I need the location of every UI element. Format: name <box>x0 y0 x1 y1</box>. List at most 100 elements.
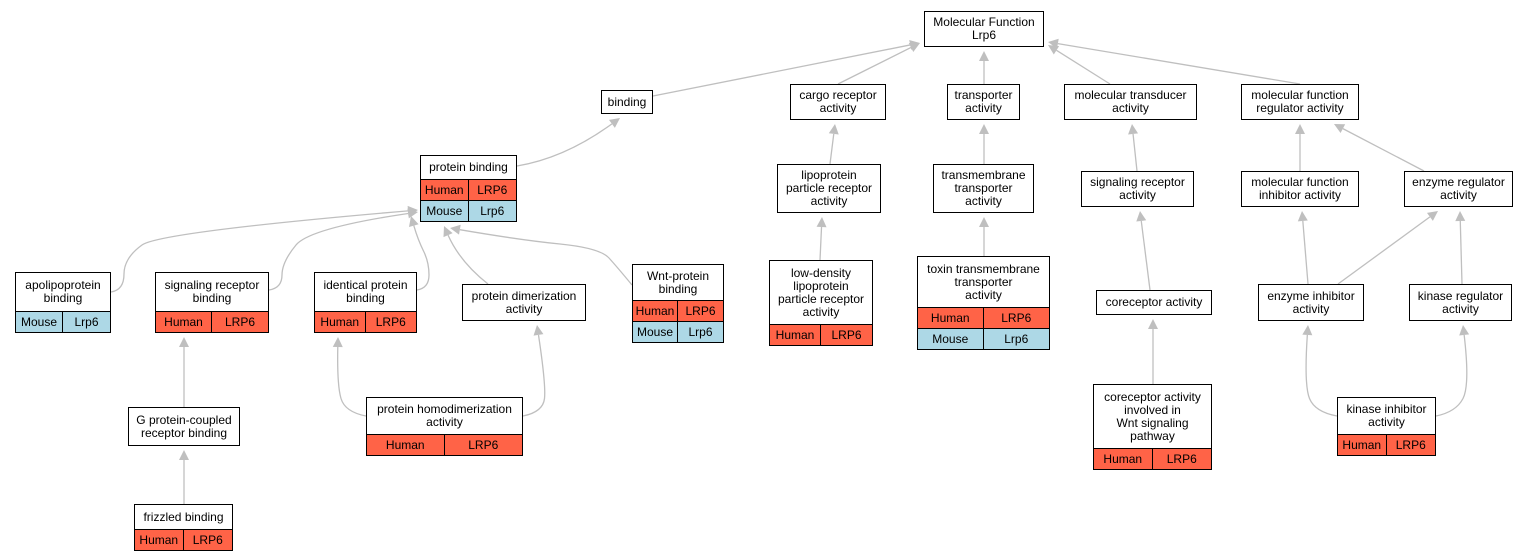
go-term-label: protein binding <box>429 160 508 174</box>
arrowhead-icon <box>979 124 989 134</box>
edge-line <box>413 225 430 291</box>
edge-line <box>522 334 546 417</box>
go-term-node-g-protein-coupled-receptor-binding[interactable]: G protein-coupled receptor binding <box>128 407 240 446</box>
go-term-label: Molecular Function Lrp6 <box>933 15 1035 42</box>
edge-line <box>1459 220 1463 285</box>
edge-kia-kra <box>1435 325 1470 417</box>
go-term-node-coreceptor-activity[interactable]: coreceptor activity <box>1096 290 1212 315</box>
go-term-node-enzyme-inhibitor-activity[interactable]: enzyme inhibitor activity <box>1258 284 1364 321</box>
go-term-label: molecular function regulator activity <box>1251 88 1349 115</box>
gene-cell: LRP6 <box>224 315 256 329</box>
edge-line <box>447 234 489 285</box>
go-term-label: transmembrane transporter activity <box>941 168 1026 208</box>
gene-cell: Lrp6 <box>480 204 505 218</box>
gene-cell: LRP6 <box>1001 311 1032 325</box>
species-cell: Human <box>1094 449 1153 469</box>
gene-cell: Lrp6 <box>1004 332 1029 346</box>
go-term-label: apolipoprotein binding <box>25 278 101 305</box>
edge-kra-era <box>1455 211 1466 285</box>
edge-line <box>1435 334 1468 417</box>
arrowhead-icon <box>1459 325 1470 336</box>
species-cell: Human <box>367 435 445 455</box>
species-cell: Mouse <box>16 312 63 332</box>
go-term-node-molecular-function-lrp6[interactable]: Molecular Function Lrp6 <box>924 11 1044 47</box>
go-term-node-protein-dimerization-activity[interactable]: protein dimerization activity <box>462 284 586 321</box>
go-term-node-molecular-function-regulator-activity[interactable]: molecular function regulator activity <box>1241 84 1359 120</box>
arrowhead-icon <box>332 337 343 348</box>
species-cell: Human <box>633 301 678 321</box>
go-term-node-cargo-receptor-activity[interactable]: cargo receptor activity <box>790 84 886 120</box>
go-term-node-binding[interactable]: binding <box>601 90 653 114</box>
arrowhead-icon <box>1048 38 1059 49</box>
arrowhead-icon <box>979 217 989 227</box>
go-term-node-enzyme-regulator-activity[interactable]: enzyme regulator activity <box>1404 171 1513 207</box>
gene-cell: LRP6 <box>192 533 223 547</box>
edge-sra-mtd <box>1128 124 1139 172</box>
go-term-label: lipoprotein particle receptor activity <box>785 168 873 208</box>
go-term-node-coreceptor-activity-involved-in-wnt-signaling-pathway[interactable]: coreceptor activity involved in Wnt sign… <box>1093 384 1212 470</box>
edge-eia-mfi <box>1297 211 1309 285</box>
gene-cell: Lrp6 <box>688 325 713 339</box>
edge-line <box>337 346 367 417</box>
edge-cargo-mf <box>837 43 920 85</box>
go-term-node-kinase-regulator-activity[interactable]: kinase regulator activity <box>1409 284 1512 321</box>
go-term-label: enzyme regulator activity <box>1412 175 1505 202</box>
edge-ldl-lpr <box>816 217 827 261</box>
go-term-node-transmembrane-transporter-activity[interactable]: transmembrane transporter activity <box>933 164 1034 213</box>
go-term-label: coreceptor activity involved in Wnt sign… <box>1104 389 1201 443</box>
arrowhead-icon <box>1148 319 1158 329</box>
go-term-node-low-density-lipoprotein-particle-receptor-activity[interactable]: low-density lipoprotein particle recepto… <box>769 260 873 346</box>
arrowhead-icon <box>608 118 620 128</box>
go-term-label: kinase inhibitor activity <box>1346 402 1427 429</box>
species-cell: Human <box>770 325 821 345</box>
go-term-node-molecular-function-inhibitor-activity[interactable]: molecular function inhibitor activity <box>1241 171 1359 207</box>
edge-pb-bind <box>516 118 620 167</box>
go-term-label: transporter activity <box>954 88 1013 115</box>
edge-line <box>1337 216 1431 285</box>
gene-cell: LRP6 <box>1166 452 1197 466</box>
arrowhead-icon <box>1302 325 1313 336</box>
go-term-label: signaling receptor binding <box>164 278 260 305</box>
go-term-label: frizzled binding <box>143 509 224 524</box>
go-term-node-toxin-transmembrane-transporter-activity[interactable]: toxin transmembrane transporter activity… <box>917 256 1050 350</box>
arrowhead-icon <box>1297 211 1308 222</box>
edge-line <box>1132 133 1138 172</box>
go-term-label: toxin transmembrane transporter activity <box>927 261 1040 302</box>
edge-lpr-cargo <box>828 124 839 165</box>
go-term-label: coreceptor activity <box>1105 295 1203 309</box>
go-term-label: cargo receptor activity <box>799 88 877 115</box>
go-term-node-signaling-receptor-activity[interactable]: signaling receptor activity <box>1081 171 1194 207</box>
edge-phd-ipb <box>332 337 367 417</box>
species-cell: Mouse <box>918 329 984 349</box>
go-term-label: enzyme inhibitor activity <box>1267 288 1355 316</box>
edge-eia-era <box>1337 211 1438 285</box>
go-term-label: low-density lipoprotein particle recepto… <box>777 265 865 319</box>
edge-line <box>1140 220 1151 291</box>
go-term-label: molecular transducer activity <box>1074 88 1187 115</box>
go-term-label: identical protein binding <box>323 278 408 305</box>
go-term-node-transporter-activity[interactable]: transporter activity <box>947 84 1020 120</box>
go-term-label: molecular function inhibitor activity <box>1251 175 1349 202</box>
arrowhead-icon <box>1426 211 1438 221</box>
edge-line <box>459 229 633 286</box>
go-term-node-lipoprotein-particle-receptor-activity[interactable]: lipoprotein particle receptor activity <box>777 164 881 213</box>
go-term-node-molecular-transducer-activity[interactable]: molecular transducer activity <box>1064 84 1197 120</box>
go-term-label: protein dimerization activity <box>471 288 577 316</box>
arrowhead-icon <box>1295 124 1305 134</box>
arrowhead-icon <box>979 51 989 61</box>
arrowhead-icon <box>409 216 419 227</box>
edge-era-mfr <box>1334 124 1425 172</box>
